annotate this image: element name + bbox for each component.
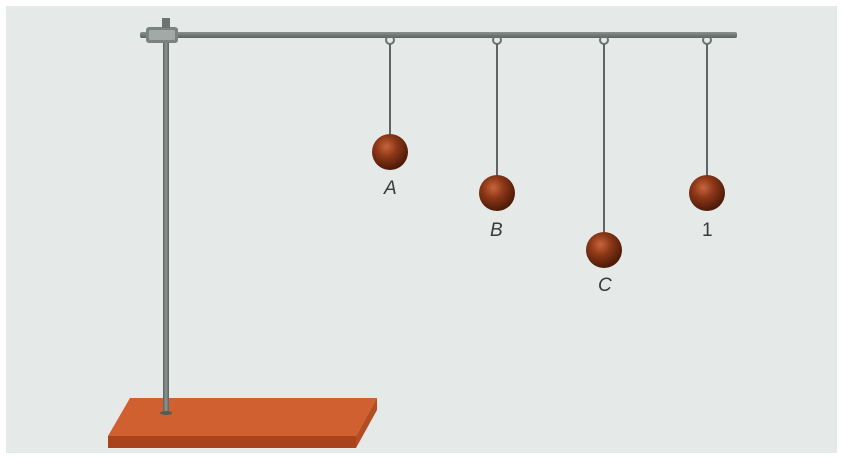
stand-post — [163, 20, 169, 414]
ball-c — [586, 232, 622, 268]
ball-1 — [689, 175, 725, 211]
stand-base — [108, 398, 377, 448]
pendulum-1 — [689, 35, 725, 211]
pendulum-b — [479, 35, 515, 211]
pendulum-a — [372, 35, 408, 170]
crossbar — [140, 32, 737, 38]
label-1: 1 — [702, 220, 713, 241]
label-c: C — [598, 275, 612, 296]
pendulum-c — [586, 35, 622, 268]
label-b: B — [490, 220, 503, 241]
ball-b — [479, 175, 515, 211]
figure-background — [6, 6, 837, 453]
clamp — [146, 18, 178, 43]
label-a: A — [384, 178, 397, 199]
ball-a — [372, 134, 408, 170]
